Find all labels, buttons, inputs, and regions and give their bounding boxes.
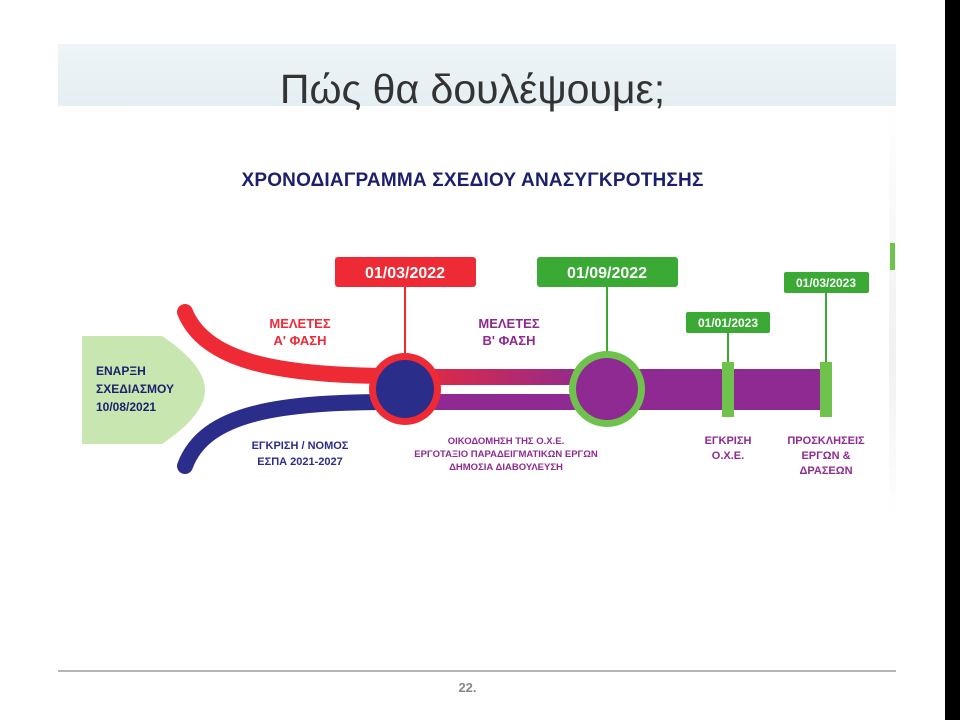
- page-number: 22.: [458, 680, 477, 695]
- studies-a-line-2: Α' ΦΑΣΗ: [274, 333, 327, 348]
- milestone-3-badge: [686, 312, 770, 333]
- start-label-line-3: 10/08/2021: [96, 400, 156, 414]
- milestone-1-date: 01/03/2022: [365, 265, 445, 282]
- milestone-2-badge: [537, 257, 678, 287]
- diagram-heading: ΧΡΟΝΟΔΙΑΓΡΑΜΜΑ ΣΧΕΔΙΟΥ ΑΝΑΣΥΓΚΡΟΤΗΣΗΣ: [241, 170, 704, 191]
- navy-track: [177, 394, 403, 474]
- footer-divider: [58, 670, 896, 672]
- approval-law-line-2: ΕΣΠΑ 2021-2027: [257, 456, 343, 468]
- studies-b-line-2: Β' ΦΑΣΗ: [483, 333, 536, 348]
- milestone-2-node-core: [576, 358, 638, 420]
- calls-line-3: ΔΡΑΣΕΩΝ: [799, 465, 852, 477]
- milestone-1-badge: [335, 257, 476, 287]
- oxe-approval-line-2: Ο.Χ.Ε.: [712, 450, 744, 462]
- milestone-1-node-core: [376, 360, 434, 418]
- studies-a-line-1: ΜΕΛΕΤΕΣ: [269, 316, 330, 331]
- start-label-line-2: ΣΧΕΔΙΑΣΜΟΥ: [96, 382, 174, 396]
- milestone-2-date: 01/09/2022: [567, 265, 647, 282]
- header-band: [58, 44, 896, 110]
- oxe-build-line-2: ΕΡΓΟΤΑΞΙΟ ΠΑΡΑΔΕΙΓΜΑΤΙΚΩΝ ΕΡΓΩΝ: [414, 449, 598, 460]
- oxe-build-line-3: ΔΗΜΟΣΙΑ ΔΙΑΒΟΥΛΕΥΣΗ: [449, 462, 563, 473]
- milestone-4-badge: [784, 272, 869, 293]
- diagram-edge: [889, 106, 896, 520]
- right-edge-mark: [890, 243, 895, 270]
- studies-b-line-1: ΜΕΛΕΤΕΣ: [478, 316, 539, 331]
- calls-line-2: ΕΡΓΩΝ &: [801, 450, 850, 462]
- red-track: [177, 304, 403, 384]
- milestone-3-date: 01/01/2023: [698, 316, 758, 330]
- start-label-line-1: ΕΝΑΡΞΗ: [96, 364, 146, 378]
- milestone-4-date: 01/03/2023: [796, 276, 856, 290]
- oxe-approval-line-1: ΕΓΚΡΙΣΗ: [705, 435, 752, 447]
- approval-law-line-1: ΕΓΚΡΙΣΗ / ΝΟΜΟΣ: [252, 440, 349, 452]
- oxe-build-line-1: ΟΙΚΟΔΟΜΗΣΗ ΤΗΣ Ο.Χ.Ε.: [448, 436, 565, 447]
- slide-title: Πώς θα δουλέψουμε;: [279, 66, 666, 112]
- milestone-3-marker: [722, 362, 734, 417]
- milestone-4-marker: [820, 362, 832, 417]
- start-chevron: [82, 336, 205, 444]
- calls-line-1: ΠΡΟΣΚΛΗΣΕΙΣ: [787, 435, 865, 447]
